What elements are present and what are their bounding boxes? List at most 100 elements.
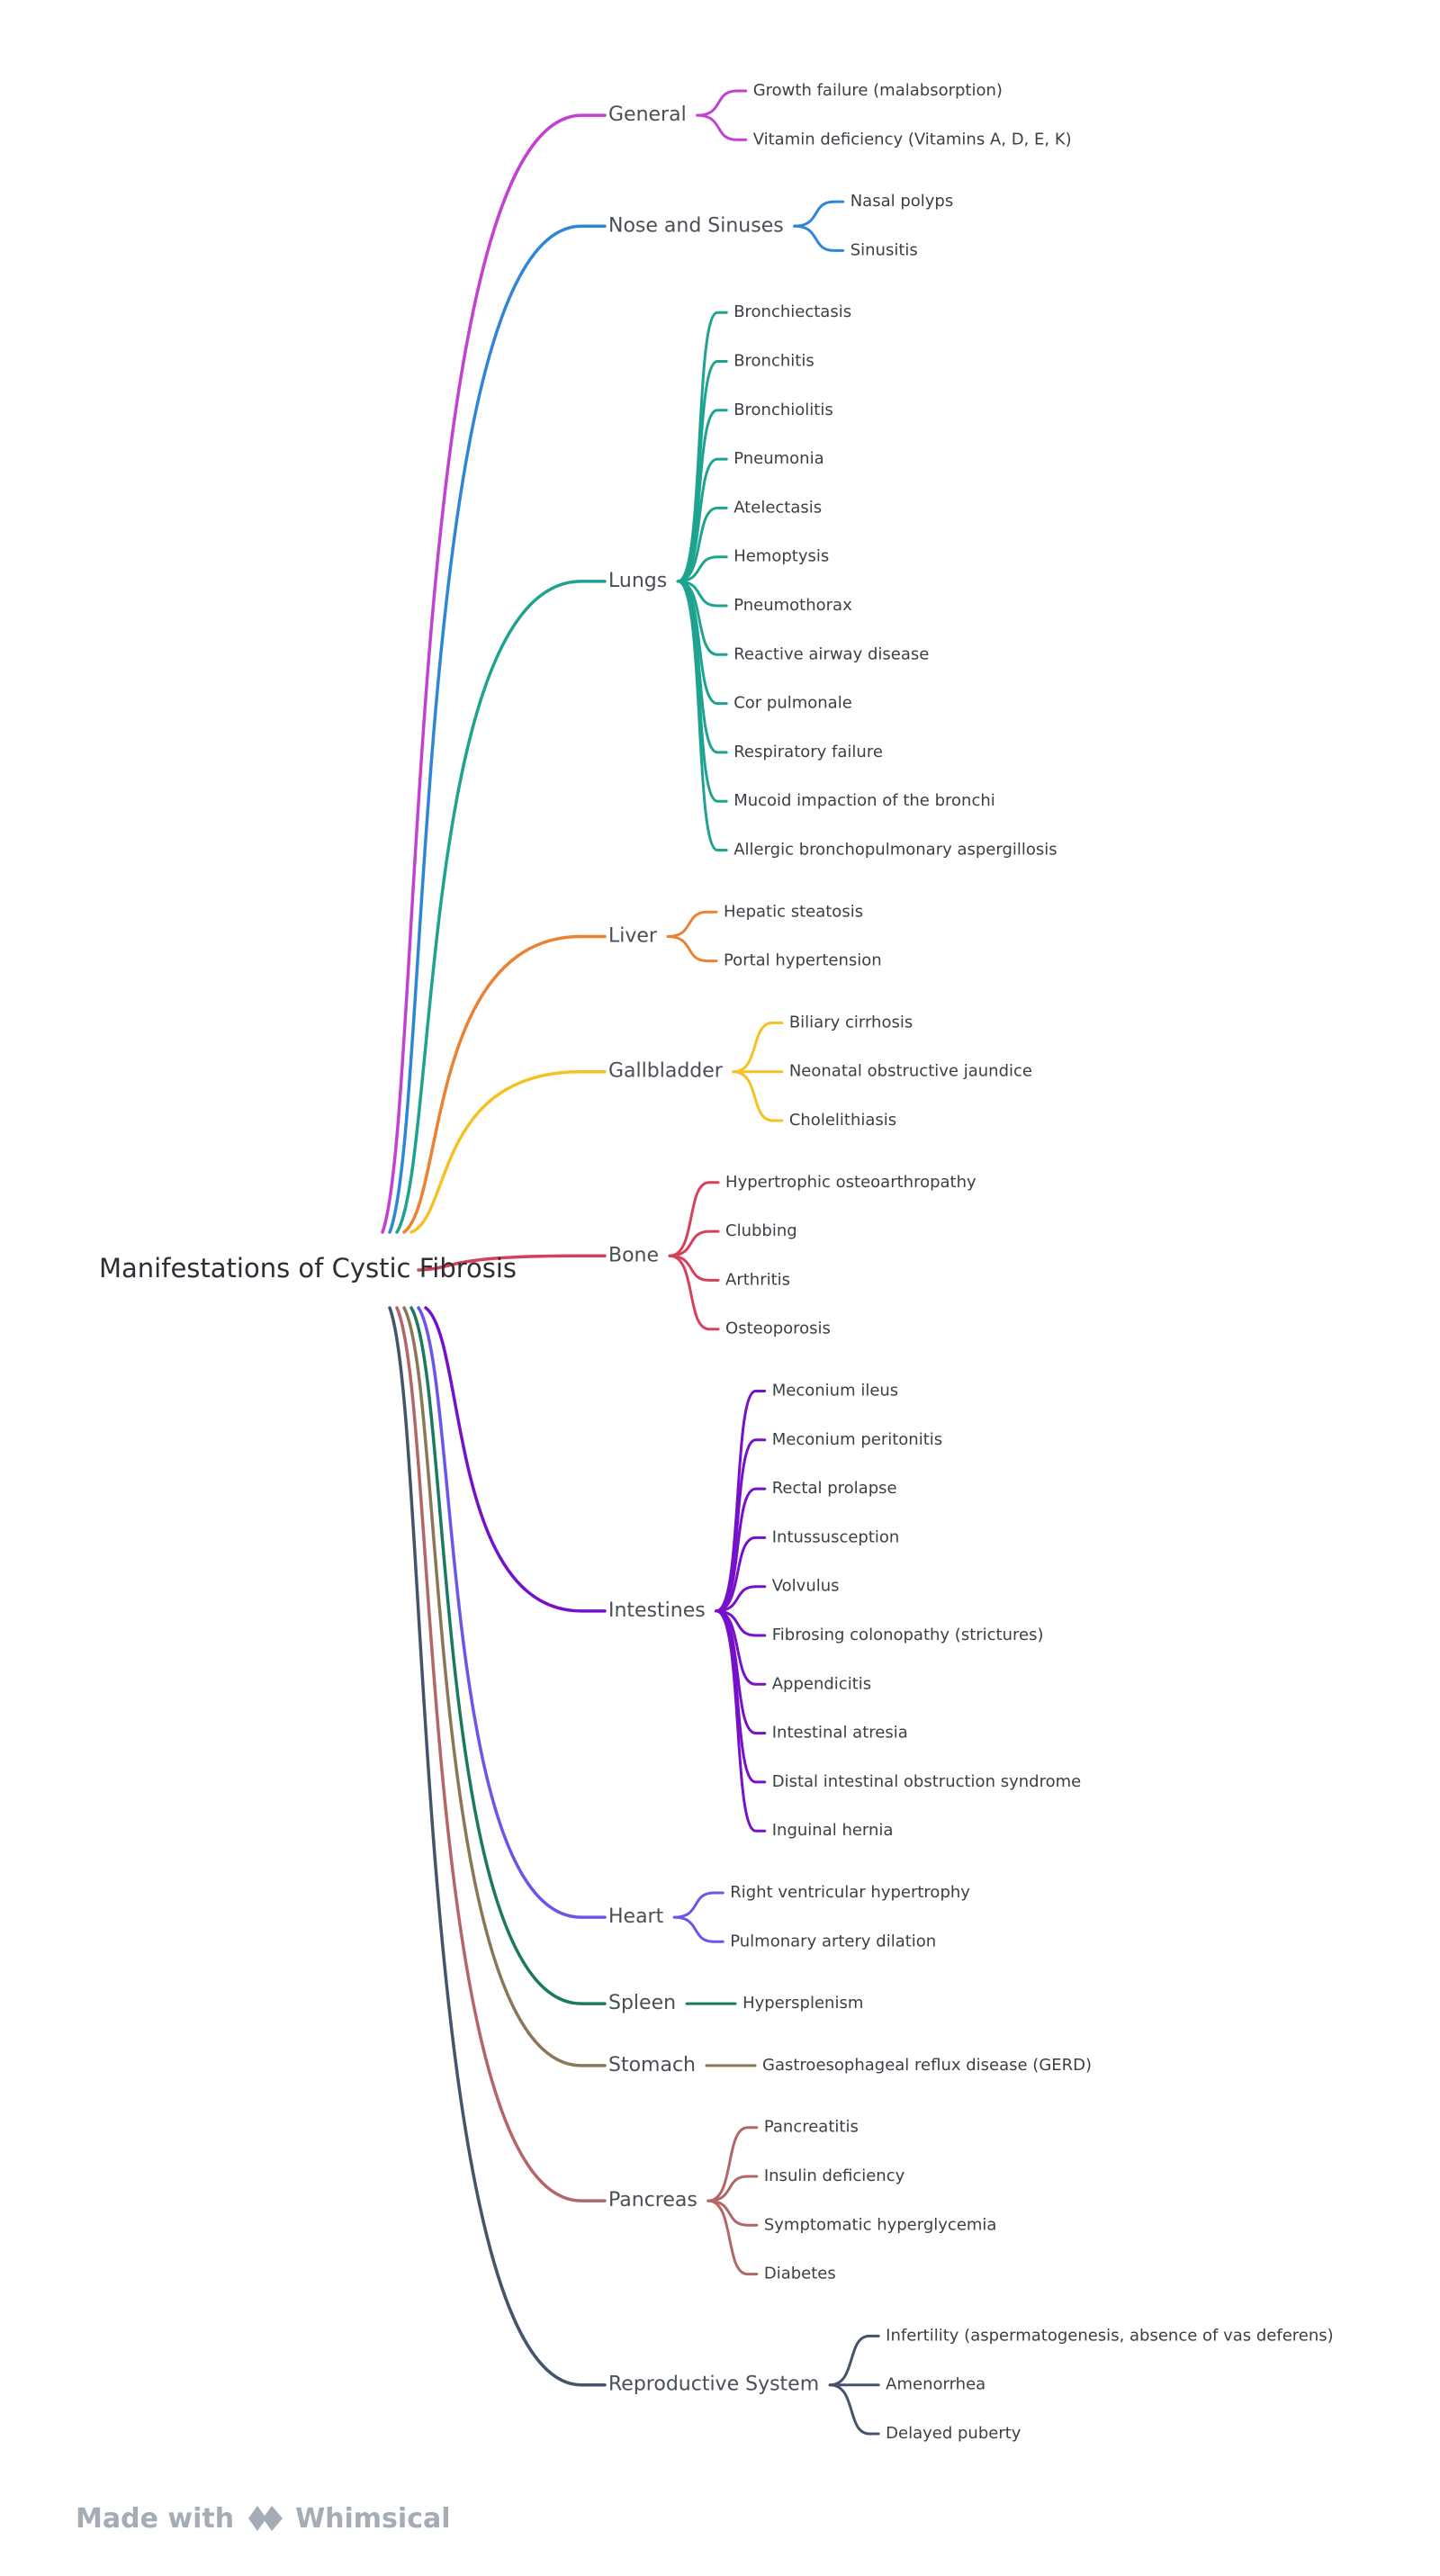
connector-general-leaf-0 bbox=[696, 89, 748, 117]
leaf-node-nose-and-sinuses-sinusitis[interactable]: Sinusitis bbox=[850, 240, 918, 259]
connector-lungs-leaf-0 bbox=[676, 311, 728, 583]
made-with-whimsical-badge[interactable]: Made with Whimsical bbox=[76, 2500, 451, 2536]
branch-node-nose-and-sinuses[interactable]: Nose and Sinuses bbox=[608, 214, 784, 237]
connector-root-general bbox=[381, 113, 607, 1234]
leaf-node-intestines-fibrosing-colonopathy-strictures[interactable]: Fibrosing colonopathy (strictures) bbox=[772, 1626, 1044, 1644]
mind-map-nodes: Manifestations of Cystic Fibrosis Genera… bbox=[99, 81, 1334, 2443]
leaf-node-spleen-hypersplenism[interactable]: Hypersplenism bbox=[742, 1994, 863, 2013]
leaf-node-reproductive-system-amenorrhea[interactable]: Amenorrhea bbox=[886, 2375, 986, 2394]
connector-heart-leaf-1 bbox=[672, 1915, 724, 1943]
branch-node-intestines[interactable]: Intestines bbox=[608, 1599, 706, 1622]
connector-root-pancreas bbox=[395, 1306, 607, 2202]
connector-root-heart bbox=[417, 1306, 607, 1919]
leaf-node-lungs-reactive-airway-disease[interactable]: Reactive airway disease bbox=[734, 644, 929, 663]
leaf-node-pancreas-insulin-deficiency[interactable]: Insulin deficiency bbox=[764, 2166, 905, 2185]
connector-bone-leaf-0 bbox=[668, 1181, 720, 1257]
branch-node-heart[interactable]: Heart bbox=[608, 1905, 664, 1928]
leaf-node-bone-hypertrophic-osteoarthropathy[interactable]: Hypertrophic osteoarthropathy bbox=[725, 1173, 976, 1192]
leaf-node-intestines-distal-intestinal-obstruction-syndrome[interactable]: Distal intestinal obstruction syndrome bbox=[772, 1772, 1081, 1791]
leaf-node-lungs-mucoid-impaction-of-the-bronchi[interactable]: Mucoid impaction of the bronchi bbox=[734, 791, 995, 810]
connector-general-leaf-1 bbox=[696, 113, 748, 141]
leaf-node-lungs-bronchitis[interactable]: Bronchitis bbox=[734, 352, 814, 371]
leaf-node-heart-right-ventricular-hypertrophy[interactable]: Right ventricular hypertrophy bbox=[730, 1883, 970, 1902]
leaf-node-general-growth-failure-malabsorption[interactable]: Growth failure (malabsorption) bbox=[753, 81, 1003, 100]
leaf-node-lungs-hemoptysis[interactable]: Hemoptysis bbox=[734, 547, 829, 566]
branch-node-pancreas[interactable]: Pancreas bbox=[608, 2189, 698, 2211]
branch-node-liver[interactable]: Liver bbox=[608, 924, 658, 947]
leaf-node-pancreas-pancreatitis[interactable]: Pancreatitis bbox=[764, 2118, 859, 2137]
connector-nose-and-sinuses-leaf-0 bbox=[793, 200, 845, 228]
connector-intestines-leaf-5 bbox=[715, 1609, 767, 1637]
connector-gallbladder-leaf-0 bbox=[732, 1021, 784, 1074]
connector-root-gallbladder bbox=[410, 1069, 607, 1234]
connector-lungs-leaf-3 bbox=[676, 457, 728, 583]
connector-root-nose-and-sinuses bbox=[388, 224, 607, 1234]
leaf-node-lungs-respiratory-failure[interactable]: Respiratory failure bbox=[734, 743, 883, 761]
leaf-node-lungs-pneumonia[interactable]: Pneumonia bbox=[734, 449, 824, 468]
leaf-node-lungs-atelectasis[interactable]: Atelectasis bbox=[734, 498, 822, 517]
connector-root-liver bbox=[402, 934, 607, 1234]
leaf-node-pancreas-symptomatic-hyperglycemia[interactable]: Symptomatic hyperglycemia bbox=[764, 2215, 997, 2234]
branch-node-spleen[interactable]: Spleen bbox=[608, 1992, 676, 2014]
leaf-node-lungs-pneumothorax[interactable]: Pneumothorax bbox=[734, 596, 852, 615]
leaf-node-bone-osteoporosis[interactable]: Osteoporosis bbox=[725, 1320, 831, 1338]
leaf-node-intestines-inguinal-hernia[interactable]: Inguinal hernia bbox=[772, 1821, 894, 1840]
branch-node-stomach[interactable]: Stomach bbox=[608, 2054, 696, 2076]
leaf-node-reproductive-system-infertility-aspermatogenesis-absence-of-vas-deferens[interactable]: Infertility (aspermatogenesis, absence o… bbox=[886, 2326, 1334, 2345]
leaf-node-liver-hepatic-steatosis[interactable]: Hepatic steatosis bbox=[724, 902, 863, 921]
leaf-node-intestines-rectal-prolapse[interactable]: Rectal prolapse bbox=[772, 1479, 897, 1498]
connector-lines bbox=[381, 89, 880, 2436]
leaf-node-intestines-intestinal-atresia[interactable]: Intestinal atresia bbox=[772, 1724, 908, 1743]
leaf-node-intestines-appendicitis[interactable]: Appendicitis bbox=[772, 1674, 871, 1693]
branch-node-general[interactable]: General bbox=[608, 104, 687, 126]
connector-reproductive-system-leaf-2 bbox=[828, 2383, 880, 2436]
connector-gallbladder-leaf-2 bbox=[732, 1070, 784, 1122]
leaf-node-gallbladder-biliary-cirrhosis[interactable]: Biliary cirrhosis bbox=[789, 1013, 913, 1031]
leaf-node-gallbladder-cholelithiasis[interactable]: Cholelithiasis bbox=[789, 1111, 896, 1130]
connector-pancreas-leaf-3 bbox=[706, 2199, 759, 2276]
branch-node-gallbladder[interactable]: Gallbladder bbox=[608, 1060, 724, 1083]
branch-node-lungs[interactable]: Lungs bbox=[608, 570, 667, 592]
leaf-node-intestines-intussusception[interactable]: Intussusception bbox=[772, 1527, 900, 1546]
leaf-node-heart-pulmonary-artery-dilation[interactable]: Pulmonary artery dilation bbox=[730, 1932, 936, 1950]
leaf-node-lungs-cor-pulmonale[interactable]: Cor pulmonale bbox=[734, 694, 852, 713]
leaf-node-intestines-volvulus[interactable]: Volvulus bbox=[772, 1577, 840, 1596]
leaf-node-liver-portal-hypertension[interactable]: Portal hypertension bbox=[724, 951, 882, 970]
connector-root-stomach bbox=[402, 1306, 607, 2067]
leaf-node-lungs-bronchiolitis[interactable]: Bronchiolitis bbox=[734, 401, 833, 419]
connector-root-bone bbox=[417, 1254, 607, 1272]
connector-lungs-leaf-4 bbox=[676, 506, 728, 583]
connector-reproductive-system-leaf-0 bbox=[828, 2334, 880, 2387]
leaf-node-lungs-allergic-bronchopulmonary-aspergillosis[interactable]: Allergic bronchopulmonary aspergillosis bbox=[734, 841, 1057, 860]
connector-root-spleen bbox=[410, 1306, 607, 2005]
root-node[interactable]: Manifestations of Cystic Fibrosis bbox=[99, 1253, 517, 1283]
connector-root-lungs bbox=[395, 580, 607, 1234]
leaf-node-bone-clubbing[interactable]: Clubbing bbox=[725, 1221, 797, 1240]
leaf-node-intestines-meconium-peritonitis[interactable]: Meconium peritonitis bbox=[772, 1430, 942, 1449]
leaf-node-pancreas-diabetes[interactable]: Diabetes bbox=[764, 2265, 836, 2283]
connector-bone-leaf-1 bbox=[668, 1229, 720, 1257]
branch-node-reproductive-system[interactable]: Reproductive System bbox=[608, 2373, 819, 2396]
leaf-node-intestines-meconium-ileus[interactable]: Meconium ileus bbox=[772, 1382, 898, 1401]
connector-intestines-leaf-3 bbox=[715, 1536, 767, 1613]
connector-bone-leaf-3 bbox=[668, 1254, 720, 1331]
connector-root-reproductive-system bbox=[388, 1306, 607, 2387]
connector-liver-leaf-0 bbox=[666, 910, 718, 938]
branch-node-bone[interactable]: Bone bbox=[608, 1244, 659, 1266]
connector-intestines-leaf-9 bbox=[715, 1609, 767, 1833]
leaf-node-general-vitamin-deficiency-vitamins-a-d-e-k[interactable]: Vitamin deficiency (Vitamins A, D, E, K) bbox=[753, 130, 1072, 149]
leaf-node-lungs-bronchiectasis[interactable]: Bronchiectasis bbox=[734, 302, 851, 321]
connector-pancreas-leaf-0 bbox=[706, 2126, 759, 2202]
connector-root-intestines bbox=[424, 1306, 607, 1613]
made-with-text: Made with bbox=[76, 2502, 235, 2535]
connector-intestines-leaf-2 bbox=[715, 1487, 767, 1613]
leaf-node-bone-arthritis[interactable]: Arthritis bbox=[725, 1270, 790, 1289]
leaf-node-stomach-gastroesophageal-reflux-disease-gerd[interactable]: Gastroesophageal reflux disease (GERD) bbox=[762, 2056, 1092, 2075]
leaf-node-nose-and-sinuses-nasal-polyps[interactable]: Nasal polyps bbox=[850, 192, 954, 211]
connector-pancreas-leaf-2 bbox=[706, 2199, 759, 2227]
connector-lungs-leaf-11 bbox=[676, 580, 728, 851]
leaf-node-gallbladder-neonatal-obstructive-jaundice[interactable]: Neonatal obstructive jaundice bbox=[789, 1062, 1032, 1081]
connector-liver-leaf-1 bbox=[666, 934, 718, 963]
leaf-node-reproductive-system-delayed-puberty[interactable]: Delayed puberty bbox=[886, 2424, 1022, 2443]
